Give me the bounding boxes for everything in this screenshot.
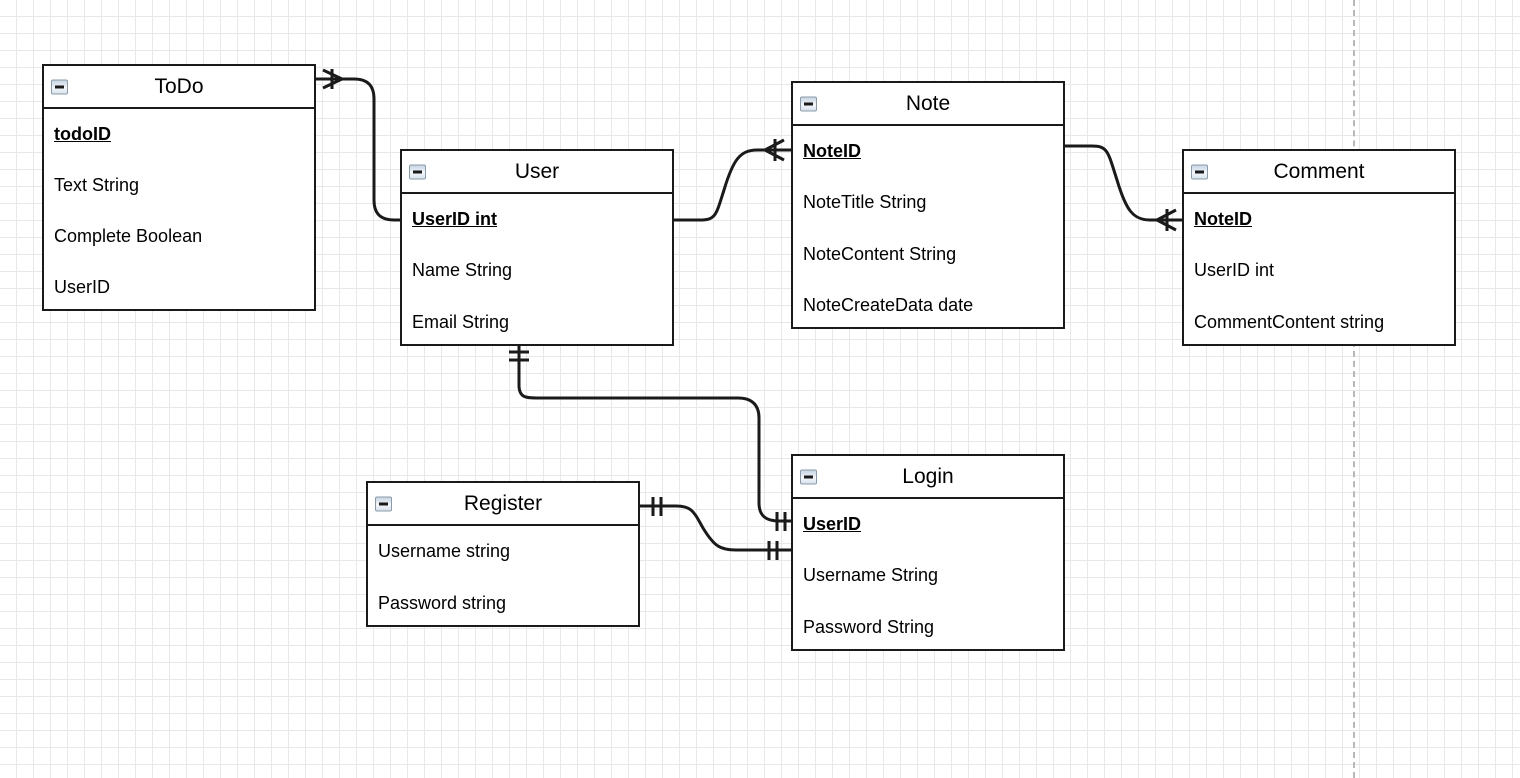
entity-title: Note [905, 92, 951, 115]
one-and-only-one-icon [767, 541, 779, 560]
entity-header-register[interactable]: Register [368, 483, 638, 526]
entity-title: ToDo [154, 75, 204, 98]
edge-user-note[interactable] [674, 138, 791, 222]
entity-header-user[interactable]: User [402, 151, 672, 194]
entity-title: Register [463, 492, 543, 515]
attribute-row[interactable]: Complete Boolean [54, 226, 203, 246]
attribute-row-primary-key[interactable]: NoteID [1194, 209, 1252, 230]
attribute-row[interactable]: UserID int [1194, 260, 1275, 281]
collapse-minus-icon[interactable] [1191, 164, 1208, 179]
entity-header-comment[interactable]: Comment [1184, 151, 1454, 194]
collapse-minus-icon[interactable] [409, 164, 426, 179]
crows-foot-many-icon [764, 138, 785, 162]
one-and-only-one-icon [651, 497, 663, 516]
entity-title: User [514, 160, 560, 183]
attribute-row[interactable]: Password String [803, 616, 935, 637]
page-break-line [1353, 0, 1355, 778]
attribute-row[interactable]: UserID [54, 277, 111, 297]
one-and-only-one-icon [775, 512, 787, 531]
attribute-row-primary-key[interactable]: NoteID [803, 141, 861, 162]
entity-title: Login [902, 465, 954, 488]
attribute-row-primary-key[interactable]: todoID [54, 124, 111, 144]
one-and-only-one-icon [509, 350, 529, 362]
attribute-row[interactable]: Name String [412, 260, 513, 281]
attribute-row[interactable]: NoteContent String [803, 243, 957, 264]
attribute-row[interactable]: Text String [54, 175, 140, 195]
entity-header-todo[interactable]: ToDo [44, 66, 314, 109]
collapse-minus-icon[interactable] [375, 496, 392, 511]
collapse-minus-icon[interactable] [800, 96, 817, 111]
attribute-row[interactable]: NoteCreateData date [803, 294, 974, 315]
entity-header-login[interactable]: Login [793, 456, 1063, 499]
crows-foot-many-icon [322, 68, 343, 90]
edge-note-comment[interactable] [1065, 144, 1182, 232]
attribute-row-primary-key[interactable]: UserID int [412, 209, 498, 230]
collapse-minus-icon[interactable] [800, 469, 817, 484]
attribute-row[interactable]: Username String [803, 565, 939, 586]
attribute-row-primary-key[interactable]: UserID [803, 514, 862, 535]
collapse-minus-icon[interactable] [51, 79, 68, 94]
edge-todo-user[interactable] [316, 68, 400, 222]
attribute-row[interactable]: NoteTitle String [803, 192, 927, 213]
attribute-row[interactable]: Password string [378, 592, 507, 613]
entity-header-note[interactable]: Note [793, 83, 1063, 126]
attribute-row[interactable]: Username string [378, 541, 511, 562]
crows-foot-many-icon [1156, 208, 1177, 232]
attribute-row[interactable]: Email String [412, 311, 510, 332]
edge-user-login[interactable] [509, 346, 791, 531]
entity-title: Comment [1273, 160, 1365, 183]
attribute-row[interactable]: CommentContent string [1194, 311, 1385, 332]
edge-register-login[interactable] [640, 497, 791, 560]
